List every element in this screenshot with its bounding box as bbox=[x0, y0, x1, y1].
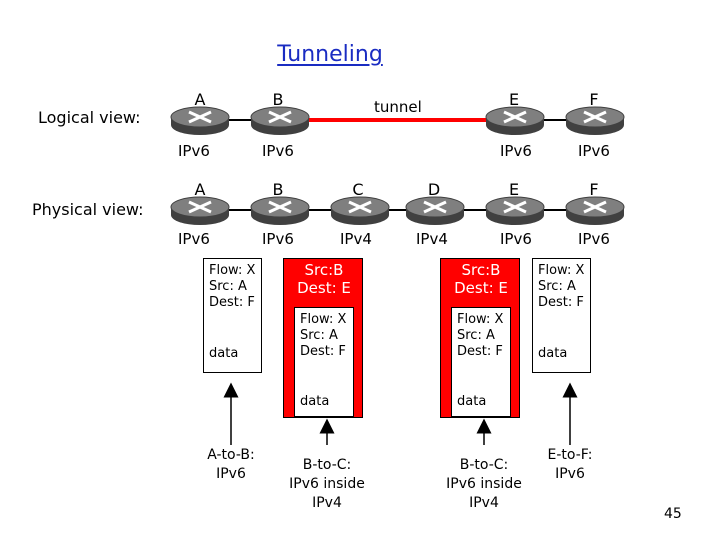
logical-router-b-label: B bbox=[272, 90, 284, 109]
logical-router-e-icon bbox=[485, 106, 545, 135]
logical-router-f-icon bbox=[565, 106, 625, 135]
physical-router-d-label: D bbox=[427, 180, 441, 199]
physical-proto-c: IPv4 bbox=[340, 230, 372, 248]
physical-router-c-icon bbox=[330, 196, 390, 225]
packet-ab-data: data bbox=[209, 346, 239, 361]
packet-de-inner: Flow: X Src: A Dest: F data bbox=[451, 307, 511, 417]
physical-proto-e: IPv6 bbox=[500, 230, 532, 248]
physical-proto-b: IPv6 bbox=[262, 230, 294, 248]
logical-proto-a: IPv6 bbox=[178, 142, 210, 160]
packet-ef-data: data bbox=[538, 346, 568, 361]
physical-router-e-label: E bbox=[508, 180, 520, 199]
physical-router-d-icon bbox=[405, 196, 465, 225]
packet-bc-inner-header: Flow: X Src: A Dest: F bbox=[300, 312, 347, 359]
packet-bc-inner: Flow: X Src: A Dest: F data bbox=[294, 307, 354, 417]
tunnel-label: tunnel bbox=[374, 98, 422, 116]
caption-e-to-f: E-to-F: IPv6 bbox=[547, 447, 593, 482]
page-number: 45 bbox=[664, 506, 682, 522]
logical-proto-e: IPv6 bbox=[500, 142, 532, 160]
packet-e-to-f: Flow: X Src: A Dest: F data bbox=[532, 258, 591, 373]
packet-ef-header: Flow: X Src: A Dest: F bbox=[538, 263, 585, 310]
packet-de-outer-header: Src:B Dest: E bbox=[454, 261, 508, 297]
packet-a-to-b: Flow: X Src: A Dest: F data bbox=[203, 258, 262, 373]
physical-router-c-label: C bbox=[352, 180, 364, 199]
physical-router-b-label: B bbox=[272, 180, 284, 199]
packet-b-to-c: Src:B Dest: E Flow: X Src: A Dest: F dat… bbox=[283, 258, 363, 418]
logical-proto-f: IPv6 bbox=[578, 142, 610, 160]
packet-de-data: data bbox=[457, 394, 487, 409]
caption-d-to-e: B-to-C: IPv6 inside IPv4 bbox=[446, 457, 522, 511]
logical-router-e-label: E bbox=[508, 90, 520, 109]
physical-router-a-label: A bbox=[194, 180, 206, 199]
caption-b-to-c: B-to-C: IPv6 inside IPv4 bbox=[289, 457, 365, 511]
logical-router-a-icon bbox=[170, 106, 230, 135]
physical-router-e-icon bbox=[485, 196, 545, 225]
physical-router-f-label: F bbox=[589, 180, 599, 199]
caption-a-to-b: A-to-B: IPv6 bbox=[207, 447, 255, 482]
logical-view-label: Logical view: bbox=[38, 108, 141, 127]
physical-router-f-icon bbox=[565, 196, 625, 225]
logical-router-f-label: F bbox=[589, 90, 599, 109]
logical-router-a-label: A bbox=[194, 90, 206, 109]
logical-router-b-icon bbox=[250, 106, 310, 135]
physical-proto-a: IPv6 bbox=[178, 230, 210, 248]
physical-view-label: Physical view: bbox=[32, 200, 144, 219]
physical-router-b-icon bbox=[250, 196, 310, 225]
packet-d-to-e: Src:B Dest: E Flow: X Src: A Dest: F dat… bbox=[440, 258, 520, 418]
packet-bc-data: data bbox=[300, 394, 330, 409]
physical-router-a-icon bbox=[170, 196, 230, 225]
logical-proto-b: IPv6 bbox=[262, 142, 294, 160]
physical-proto-d: IPv4 bbox=[416, 230, 448, 248]
packet-bc-outer-header: Src:B Dest: E bbox=[297, 261, 351, 297]
packet-de-inner-header: Flow: X Src: A Dest: F bbox=[457, 312, 504, 359]
packet-ab-header: Flow: X Src: A Dest: F bbox=[209, 263, 256, 310]
page-title: Tunneling bbox=[277, 42, 383, 67]
physical-proto-f: IPv6 bbox=[578, 230, 610, 248]
